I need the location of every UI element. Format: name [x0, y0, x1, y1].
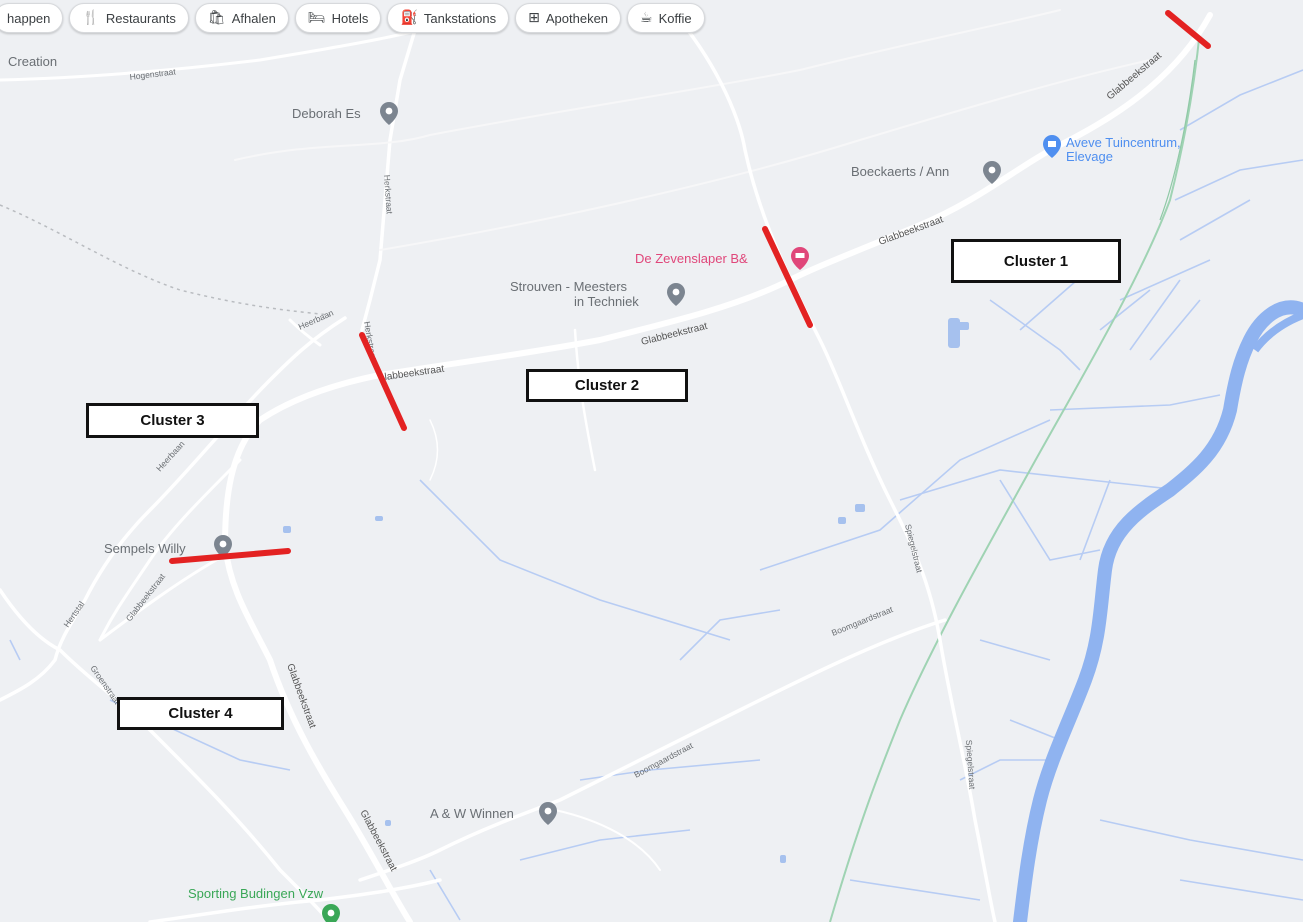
chip-happen[interactable]: happen: [0, 3, 64, 33]
hotel-icon: 🛏: [307, 10, 326, 26]
poi-label-aveve-1[interactable]: Aveve Tuincentrum,: [1066, 135, 1181, 150]
poi-label-zevenslaper[interactable]: De Zevenslaper B&: [635, 251, 748, 266]
chip-afhalen[interactable]: 🛍 Afhalen: [194, 3, 289, 33]
street-label-herkstraat-top: Herkstraat: [382, 174, 395, 214]
pin-strouven[interactable]: [667, 283, 685, 306]
poi-label-sempels[interactable]: Sempels Willy: [104, 541, 186, 556]
poi-label-winnen[interactable]: A & W Winnen: [430, 806, 514, 821]
pharmacy-icon: ⊞: [528, 10, 540, 26]
restaurant-icon: 🍴: [82, 10, 100, 26]
red-marker-cluster-2-3: [359, 332, 407, 431]
pin-boeckaerts[interactable]: [983, 161, 1001, 184]
roads: [0, 9, 1213, 922]
ditches: [9, 69, 1303, 921]
railway: [829, 29, 1201, 922]
chip-hotels[interactable]: 🛏 Hotels: [294, 3, 382, 33]
chip-label-koffie: Koffie: [658, 10, 692, 26]
cluster-3-box: Cluster 3: [86, 403, 259, 438]
poi-pins: [214, 102, 1061, 922]
poi-label-strouven-2[interactable]: in Techniek: [574, 294, 639, 309]
pin-aveve[interactable]: [1043, 135, 1061, 158]
chip-label-hotels: Hotels: [331, 10, 369, 26]
poi-label-aveve-2[interactable]: Elevage: [1066, 149, 1113, 164]
pin-sporting[interactable]: [322, 904, 340, 922]
poi-label-creation: Creation: [8, 54, 58, 69]
street-label-spiegelstraat-2: Spiegelstraat: [964, 739, 977, 790]
red-marker-top-right: [1165, 10, 1211, 49]
pin-sempels[interactable]: [214, 535, 232, 558]
pin-winnen[interactable]: [539, 802, 557, 825]
chip-restaurants[interactable]: 🍴 Restaurants: [69, 3, 189, 33]
coffee-icon: ☕: [640, 10, 653, 26]
pin-deborah[interactable]: [380, 102, 398, 125]
chip-apotheken[interactable]: ⊞ Apotheken: [515, 3, 622, 33]
takeout-icon: 🛍: [207, 10, 226, 26]
poi-label-deborah[interactable]: Deborah Es: [292, 106, 361, 121]
chip-label-happen: happen: [7, 10, 51, 26]
pin-zevenslaper[interactable]: [791, 247, 809, 270]
poi-label-boeckaerts[interactable]: Boeckaerts / Ann: [851, 164, 950, 179]
river: [1013, 300, 1303, 922]
chip-label-afhalen: Afhalen: [231, 10, 276, 26]
red-marker-cluster-3-4: [169, 548, 291, 564]
dashed-path: [0, 204, 331, 316]
cluster-4-box: Cluster 4: [117, 697, 284, 730]
red-markers: [169, 10, 1211, 564]
chip-label-tankstations: Tankstations: [423, 10, 497, 26]
cluster-2-box: Cluster 2: [526, 369, 688, 402]
chip-label-restaurants: Restaurants: [105, 10, 176, 26]
chip-tankstations[interactable]: ⛽ Tankstations: [387, 3, 510, 33]
red-marker-cluster-1-2: [762, 226, 813, 328]
chip-label-apotheken: Apotheken: [545, 10, 609, 26]
category-chip-bar: happen 🍴 Restaurants 🛍 Afhalen 🛏 Hotels ⛽ Ta…: [0, 3, 705, 33]
gas-station-icon: ⛽: [400, 10, 418, 26]
ponds: [283, 318, 969, 863]
poi-label-sporting[interactable]: Sporting Budingen Vzw: [188, 886, 324, 901]
poi-label-strouven-1[interactable]: Strouven - Meesters: [510, 279, 628, 294]
cluster-1-box: Cluster 1: [951, 239, 1121, 283]
chip-koffie[interactable]: ☕ Koffie: [627, 3, 705, 33]
